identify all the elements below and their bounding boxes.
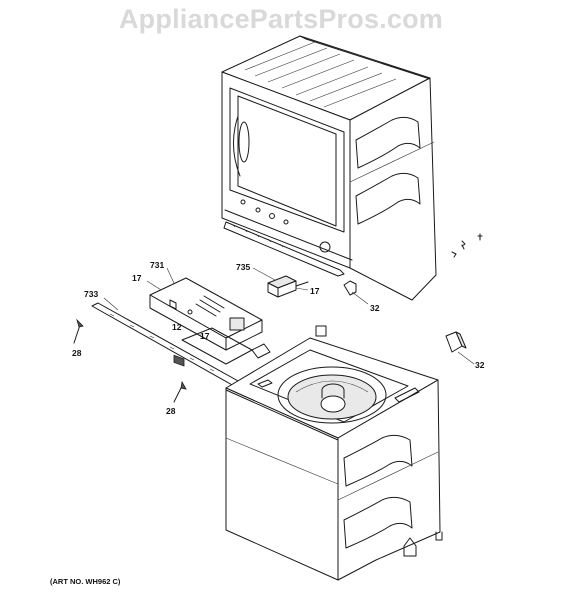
arrows-28 bbox=[73, 318, 187, 403]
bracket-32 bbox=[445, 331, 467, 353]
watermark-text: AppliancePartsPros.com bbox=[118, 4, 443, 34]
callout-17-center: 17 bbox=[200, 331, 210, 341]
control-box bbox=[149, 277, 263, 367]
bracket-735 bbox=[267, 275, 309, 298]
callout-28-left: 28 bbox=[72, 348, 82, 358]
callout-735: 735 bbox=[236, 262, 251, 272]
dryer-cabinet bbox=[221, 35, 437, 301]
callout-733: 733 bbox=[84, 289, 99, 299]
callout-32-right: 32 bbox=[475, 360, 485, 370]
callout-12: 12 bbox=[172, 322, 182, 332]
washer-cabinet bbox=[225, 325, 443, 581]
callout-32-top: 32 bbox=[370, 303, 380, 313]
callout-17-right: 17 bbox=[310, 286, 320, 296]
callout-17-left: 17 bbox=[132, 273, 142, 283]
callout-28-center: 28 bbox=[166, 406, 176, 416]
harness-17 bbox=[181, 327, 271, 365]
callout-731: 731 bbox=[150, 260, 165, 270]
screw-set bbox=[451, 233, 483, 258]
art-number: (ART NO. WH962 C) bbox=[50, 577, 121, 586]
